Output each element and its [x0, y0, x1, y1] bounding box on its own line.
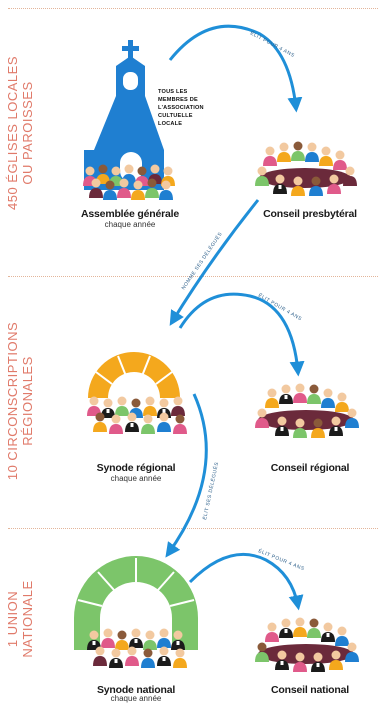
caption-title: Synode régional: [96, 462, 176, 474]
members-note-line: LOCALE: [158, 121, 183, 127]
caption-subtitle: chaque année: [104, 220, 156, 229]
caption-title: Conseil national: [271, 684, 349, 696]
members-note: TOUS LES MEMBRES DE L'ASSOCIATION CULTUE…: [158, 88, 204, 128]
regional-council-icon: [255, 383, 359, 438]
caption-title: Conseil presbytéral: [263, 208, 357, 220]
section-divider: [8, 8, 378, 9]
regional-council-caption: Conseil régional: [250, 462, 370, 474]
national-council-icon: [255, 617, 359, 672]
regional-synod-fan-icon: [88, 352, 180, 398]
elects-arrow: [178, 292, 305, 377]
national-synod-fan-icon: [74, 556, 198, 650]
members-note-line: L'ASSOCIATION: [158, 105, 204, 111]
elects-arrow: [168, 24, 303, 113]
elects-arrow: [188, 552, 304, 611]
members-note-line: CULTUELLE: [158, 113, 193, 119]
national-council-caption: Conseil national: [250, 684, 370, 696]
caption-subtitle: chaque année: [110, 474, 162, 483]
caption-subtitle: chaque année: [110, 694, 162, 703]
general-assembly-caption: Assemblée générale chaque année: [70, 208, 190, 229]
caption-title: Conseil régional: [270, 462, 350, 474]
section-divider: [8, 276, 378, 277]
delegates-arrow: [165, 393, 208, 558]
presbyteral-council-icon: [255, 141, 357, 196]
section-divider: [8, 528, 378, 529]
members-note-line: TOUS LES: [158, 89, 188, 95]
delegates-label: NOMME SES DÉLÉGUÉS: [180, 231, 224, 292]
caption-title: Assemblée générale: [81, 208, 179, 220]
members-note-line: MEMBRES DE: [158, 97, 198, 103]
church-icon: [84, 40, 164, 190]
national-synod-caption: Synode national chaque année: [76, 684, 196, 703]
delegates-arrow: [169, 199, 260, 326]
regional-synod-caption: Synode régional chaque année: [76, 462, 196, 483]
regional-synod-crowd-icon: [87, 396, 187, 434]
caption-title: Synode national: [96, 684, 176, 696]
presbyteral-council-caption: Conseil presbytéral: [250, 208, 370, 220]
elects-label: ÉLIT POUR 4 ANS: [249, 30, 296, 59]
